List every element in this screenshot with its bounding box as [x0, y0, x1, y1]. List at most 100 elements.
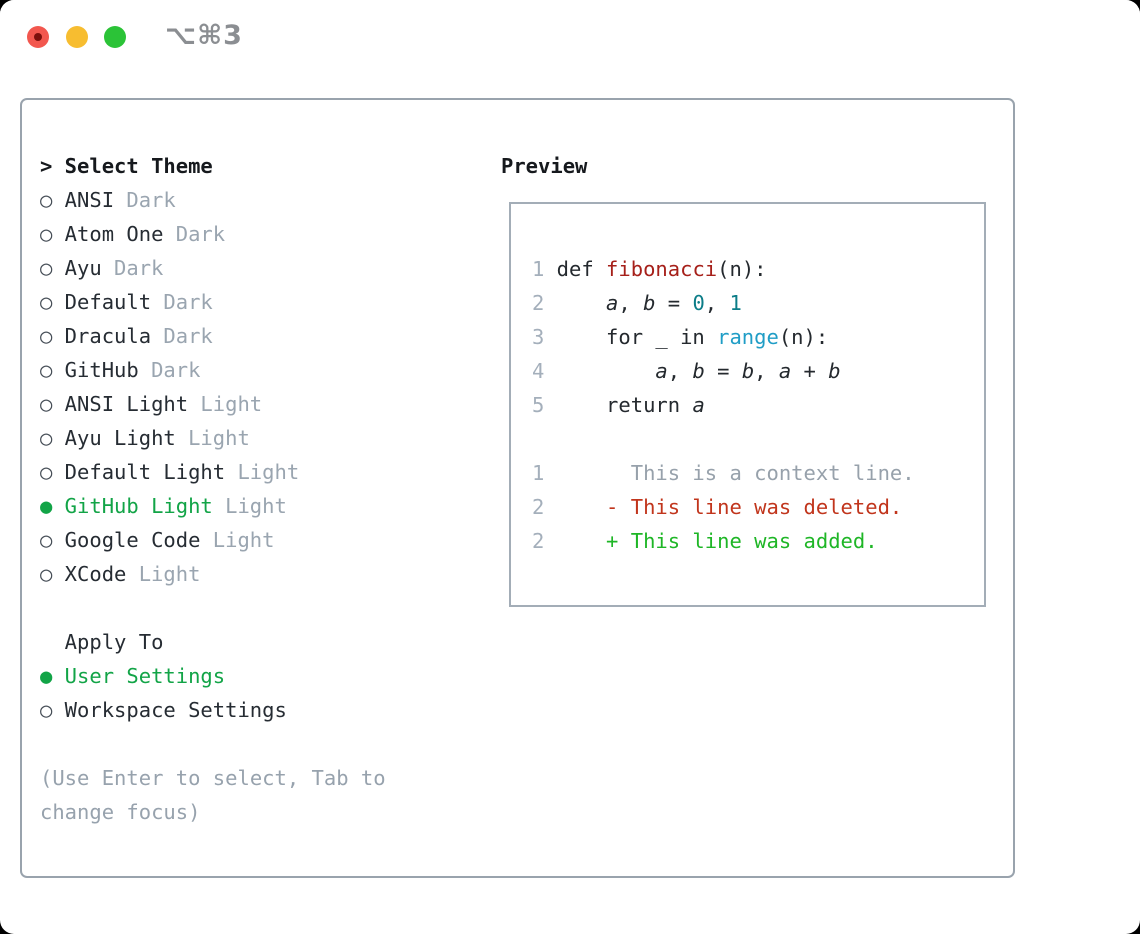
theme-option-ansi-dark[interactable]: ○ ANSI Dark: [40, 183, 398, 217]
zoom-button[interactable]: [104, 26, 126, 48]
code-token-literal: 0: [692, 291, 705, 315]
code-token: (n):: [778, 325, 829, 349]
preview-title: Preview: [501, 154, 588, 178]
theme-variant-badge: Dark: [114, 256, 164, 280]
theme-option-ayu-light[interactable]: ○ Ayu Light Light: [40, 421, 398, 455]
code-token-variable: b: [643, 291, 656, 315]
spacer: [40, 727, 398, 761]
theme-name: Default: [64, 290, 152, 314]
theme-option-default-light[interactable]: ○ Default Light Light: [40, 455, 398, 489]
theme-name: XCode: [64, 562, 127, 586]
diff-added-text: + This line was added.: [544, 529, 878, 553]
apply-to-header: Apply To: [40, 625, 398, 659]
window-title: ⌥⌘3: [165, 20, 243, 51]
code-token-variable: a: [692, 393, 705, 417]
code-token: [544, 291, 606, 315]
code-token-variable: b: [828, 359, 841, 383]
code-token: ,: [618, 291, 644, 315]
line-number: 2: [532, 529, 545, 553]
apply-option-label: Workspace Settings: [64, 698, 287, 722]
theme-name: GitHub Light: [64, 494, 213, 518]
theme-variant-badge: Light: [138, 562, 201, 586]
minimize-button[interactable]: [66, 26, 88, 48]
code-token-literal: 1: [729, 291, 742, 315]
theme-variant-badge: Light: [188, 426, 250, 450]
code-line: 5 return a: [532, 388, 984, 422]
theme-name: Dracula: [64, 324, 152, 348]
code-token: ,: [667, 359, 693, 383]
theme-name: Ayu: [64, 256, 102, 280]
code-line: 2 a, b = 0, 1: [532, 286, 984, 320]
code-token: (n):: [717, 257, 767, 281]
section-title: Apply To: [64, 630, 164, 654]
blank-line: [532, 422, 984, 456]
diff-deleted-line: 2 - This line was deleted.: [532, 490, 984, 524]
theme-option-atom-one-dark[interactable]: ○ Atom One Dark: [40, 217, 398, 251]
line-number: 3: [532, 325, 545, 349]
radio-icon: ○: [40, 188, 53, 212]
radio-icon: ○: [40, 460, 53, 484]
theme-variant-badge: Dark: [126, 188, 176, 212]
radio-icon: ○: [40, 222, 53, 246]
radio-icon: ○: [40, 358, 53, 382]
radio-icon: ○: [40, 256, 53, 280]
theme-variant-badge: Dark: [163, 290, 213, 314]
theme-name: Atom One: [64, 222, 164, 246]
line-number: 2: [532, 495, 545, 519]
line-number: 1: [532, 257, 545, 281]
code-token: ,: [754, 359, 779, 383]
diff-added-line: 2 + This line was added.: [532, 524, 984, 558]
theme-option-xcode-light[interactable]: ○ XCode Light: [40, 557, 398, 591]
code-token-function: fibonacci: [606, 257, 718, 281]
code-line: 4 a, b = b, a + b: [532, 354, 984, 388]
code-token: +: [791, 359, 829, 383]
line-number: 4: [532, 359, 545, 383]
code-token-builtin: range: [717, 325, 779, 349]
radio-icon: ○: [40, 528, 53, 552]
code-token: def: [544, 257, 607, 281]
diff-context-text: This is a context line.: [544, 461, 915, 485]
code-token-variable: a: [655, 359, 668, 383]
code-token: ,: [704, 291, 730, 315]
radio-icon: ○: [40, 392, 53, 416]
theme-option-ayu-dark[interactable]: ○ Ayu Dark: [40, 251, 398, 285]
line-number: 2: [532, 291, 545, 315]
theme-name: Google Code: [64, 528, 201, 552]
close-button[interactable]: [27, 26, 49, 48]
code-line: 1 def fibonacci(n):: [532, 252, 984, 286]
diff-deleted-text: - This line was deleted.: [544, 495, 903, 519]
selected-radio-icon: ●: [40, 494, 53, 518]
apply-option-user-settings-selected[interactable]: ●User Settings: [40, 659, 398, 693]
theme-name: Ayu Light: [64, 426, 176, 450]
titlebar: ⌥⌘3: [0, 0, 1140, 98]
code-token-variable: a: [778, 359, 792, 383]
radio-icon: ○: [40, 562, 53, 586]
theme-variant-badge: Light: [212, 528, 275, 552]
code-preview: 1 def fibonacci(n): 2 a, b = 0, 1 3 for …: [511, 204, 984, 558]
diff-context-line: 1 This is a context line.: [532, 456, 984, 490]
radio-icon: ○: [40, 426, 53, 450]
code-token: =: [704, 359, 742, 383]
theme-name: GitHub: [64, 358, 139, 382]
radio-icon: ○: [40, 324, 53, 348]
theme-variant-badge: Light: [237, 460, 300, 484]
code-token: =: [655, 291, 693, 315]
code-token-variable: b: [741, 359, 755, 383]
selected-radio-icon: ●: [40, 664, 53, 688]
apply-option-workspace-settings[interactable]: ○ Workspace Settings: [40, 693, 398, 727]
code-token: return: [544, 393, 693, 417]
theme-name: Default Light: [64, 460, 226, 484]
theme-name: ANSI: [64, 188, 115, 212]
theme-option-google-code-light[interactable]: ○ Google Code Light: [40, 523, 398, 557]
keyboard-hint: (Use Enter to select, Tab to change focu…: [40, 766, 386, 824]
theme-variant-badge: Dark: [175, 222, 226, 246]
radio-icon: ○: [40, 698, 53, 722]
